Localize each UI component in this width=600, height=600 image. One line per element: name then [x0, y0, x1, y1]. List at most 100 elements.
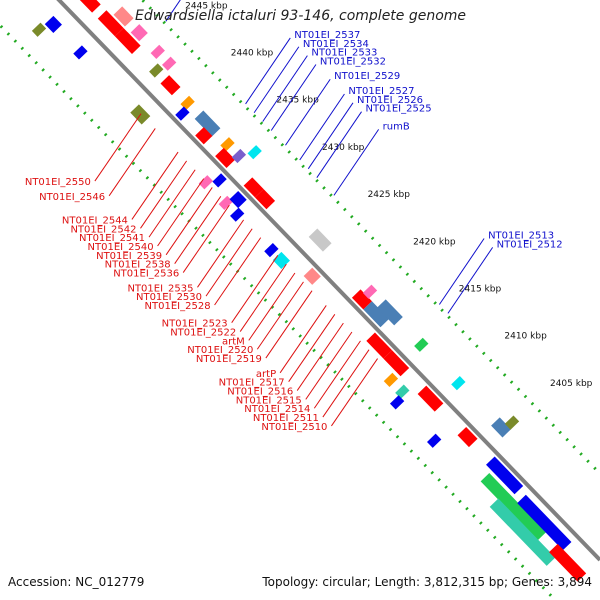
reverse-gene-label: NT01EI_2542 — [70, 224, 136, 235]
gene-feature — [198, 175, 214, 190]
reverse-gene-label: NT01EI_2528 — [145, 301, 211, 312]
forward-label-leader — [253, 46, 300, 114]
forward-gene-label: NT01EI_2527 — [348, 86, 414, 97]
gene-feature — [162, 56, 177, 71]
reverse-label-leader — [94, 113, 142, 182]
gene-feature — [160, 75, 181, 96]
reverse-gene-label: NT01EI_2538 — [105, 260, 171, 271]
reverse-label-leader — [157, 178, 205, 247]
forward-label-leader — [285, 78, 331, 146]
gene-features — [31, 0, 587, 582]
forward-gene-label: rumB — [383, 121, 410, 132]
reverse-gene-label: NT01EI_2535 — [127, 283, 193, 294]
reverse-label-leader — [182, 204, 230, 273]
gene-feature — [79, 0, 101, 13]
reverse-label-leader — [108, 128, 156, 197]
gene-feature — [486, 456, 524, 495]
gene-feature — [549, 543, 587, 582]
reverse-label-leader — [256, 281, 304, 350]
reverse-gene-label: NT01EI_2510 — [261, 422, 327, 433]
reverse-label-leader — [305, 331, 353, 400]
reverse-label-leader — [174, 196, 222, 264]
reverse-label-leader — [296, 322, 344, 391]
reverse-gene-label: NT01EI_2519 — [196, 354, 262, 365]
tick-label: 2410 kbp — [504, 332, 547, 342]
forward-gene-label: NT01EI_2525 — [366, 104, 432, 115]
gene-feature — [366, 332, 393, 359]
tick-label: 2425 kbp — [368, 190, 411, 200]
forward-gene-label: NT01EI_2537 — [294, 30, 360, 41]
reverse-gene-label: NT01EI_2511 — [253, 413, 319, 424]
reverse-gene-label: NT01EI_2546 — [39, 192, 105, 203]
gene-feature — [389, 395, 405, 410]
gene-feature — [31, 22, 47, 37]
gene-feature — [517, 494, 572, 551]
gene-feature — [255, 189, 276, 210]
genome-backbone — [56, 0, 600, 562]
tick-label: 2405 kbp — [550, 379, 593, 389]
gene-feature — [308, 228, 332, 252]
forward-gene-label: NT01EI_2534 — [303, 39, 369, 50]
gene-feature — [480, 473, 547, 541]
reverse-gene-label: NT01EI_2520 — [187, 345, 253, 356]
gene-feature — [175, 106, 190, 121]
reverse-gene-label: artP — [256, 369, 276, 380]
tick-label: 2420 kbp — [413, 237, 456, 247]
reverse-label-leader — [331, 358, 378, 427]
gene-feature — [231, 148, 247, 164]
tick-label: 2440 kbp — [231, 48, 274, 58]
gene-feature — [215, 147, 236, 168]
forward-gene-label: NT01EI_2532 — [320, 56, 386, 67]
forward-label-leader — [316, 111, 362, 178]
reverse-label-leader — [313, 340, 361, 409]
forward-label-leader — [245, 37, 291, 105]
reverse-gene-label: NT01EI_2517 — [219, 378, 285, 389]
gene-feature — [44, 15, 62, 34]
forward-label-leader — [270, 64, 317, 131]
forward-gene-label: NT01EI_2513 — [488, 231, 554, 242]
reverse-gene-labels: NT01EI_2550NT01EI_2546NT01EI_2544NT01EI_… — [25, 113, 378, 433]
reverse-label-leader — [231, 255, 279, 323]
reverse-label-leader — [140, 160, 188, 229]
gene-feature — [194, 110, 221, 137]
tick-label: 2415 kbp — [459, 284, 502, 294]
reverse-label-leader — [197, 219, 245, 288]
gene-feature — [229, 190, 247, 209]
gene-feature — [195, 127, 213, 145]
forward-label-leader — [307, 102, 354, 170]
forward-gene-labels: NT01EI_2551NT01EI_2543NT01EI_2537NT01EI_… — [165, 0, 563, 314]
gene-feature — [417, 385, 444, 412]
gene-feature — [114, 27, 141, 54]
gene-feature — [220, 137, 235, 152]
reverse-label-leader — [148, 169, 196, 238]
forward-gene-label: NT01EI_2526 — [357, 95, 423, 106]
forward-label-leader — [333, 129, 380, 196]
gene-feature — [451, 376, 466, 391]
accession-text: Accession: NC_012779 — [8, 575, 145, 589]
gene-feature — [504, 415, 520, 430]
reverse-gene-label: NT01EI_2530 — [136, 292, 202, 303]
gene-feature — [113, 6, 134, 27]
forward-label-leader — [165, 0, 181, 22]
gene-feature — [383, 350, 410, 377]
reverse-gene-label: artM — [222, 336, 245, 347]
reverse-label-leader — [288, 314, 336, 382]
map-title: Edwardsiella ictaluri 93-146, complete g… — [135, 8, 467, 24]
forward-gene-label: NT01EI_2512 — [497, 239, 563, 250]
genome-summary-text: Topology: circular; Length: 3,812,315 bp… — [262, 575, 592, 589]
reverse-gene-label: NT01EI_2544 — [62, 215, 128, 226]
reverse-gene-label: NT01EI_2522 — [170, 328, 236, 339]
gene-feature — [303, 267, 321, 285]
forward-label-leader — [299, 93, 345, 161]
gene-feature — [272, 251, 290, 270]
forward-label-leader — [447, 247, 494, 314]
gene-feature — [243, 177, 264, 198]
reverse-label-leader — [205, 228, 253, 297]
gene-feature — [218, 195, 233, 211]
reverse-label-leader — [322, 349, 370, 418]
forward-label-leader — [438, 238, 485, 305]
tick-label: 2445 kbp — [185, 1, 228, 11]
tick-label: 2430 kbp — [322, 143, 365, 153]
gene-feature — [150, 44, 165, 60]
